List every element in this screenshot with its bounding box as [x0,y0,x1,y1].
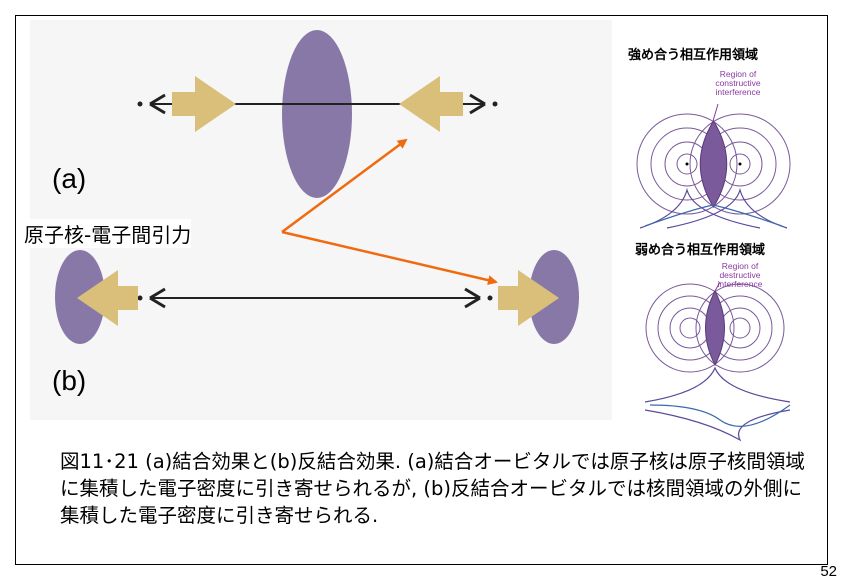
constructive-wave-right [666,187,788,229]
constructive-annotation-line1: Region of [720,69,757,79]
axis-dot-left-a [137,101,143,107]
destructive-wave-sum [649,404,791,427]
figure-number: 図11･21 [60,450,139,473]
attraction-label: 原子核-電子間引力 [24,219,192,248]
destructive-overlap-region [705,289,725,367]
nucleus-arrow-right-b [498,270,559,326]
nucleus-arrow-right-a [399,76,463,132]
caption-text: (a)結合効果と(b)反結合効果. (a)結合オービタルでは原子核は原子核間領域… [60,450,805,527]
pointer-arrow-to-b [281,230,498,286]
destructive-annotation-line1: Region of [722,261,759,271]
antibonding-diagram-b [55,250,579,344]
destructive-interference-title: 弱め合う相互作用領域 [635,243,766,258]
attraction-pointers [281,138,498,286]
axis-dot-right-a [492,101,498,107]
axis-arrowhead-right-a [469,93,486,115]
axis-dot-right-b [487,295,493,301]
axis-arrowhead-left-b [149,287,166,309]
figure-caption: 図11･21 (a)結合効果と(b)反結合効果. (a)結合オービタルでは原子核… [60,448,820,529]
axis-arrowhead-left-a [149,93,166,115]
destructive-annotation-line2: destructive [719,270,760,280]
destructive-wave-lower [644,409,791,442]
electron-density-between-nuclei [282,30,352,198]
axis-arrowhead-right-b [464,287,481,309]
panel-label-b: (b) [52,365,87,396]
constructive-wave-left [639,187,761,229]
constructive-wave-sum [644,204,783,227]
constructive-interference-diagram [636,103,791,229]
bonding-diagram-a [137,30,498,198]
pointer-arrow-to-a [281,138,408,234]
page-number: 52 [820,563,837,580]
destructive-wave-upper [644,366,791,403]
nucleus-arrow-left-b [77,270,138,326]
destructive-annotation-line3: interference [718,279,763,289]
constructive-annotation-line3: interference [716,87,761,97]
nucleus-arrow-left-a [172,76,236,132]
panel-label-a: (a) [52,163,87,194]
constructive-overlap-region [699,120,728,208]
constructive-annotation-line2: constructive [715,78,761,88]
axis-dot-left-b [137,295,143,301]
constructive-interference-title: 強め合う相互作用領域 [628,48,759,63]
destructive-interference-diagram [644,281,791,442]
